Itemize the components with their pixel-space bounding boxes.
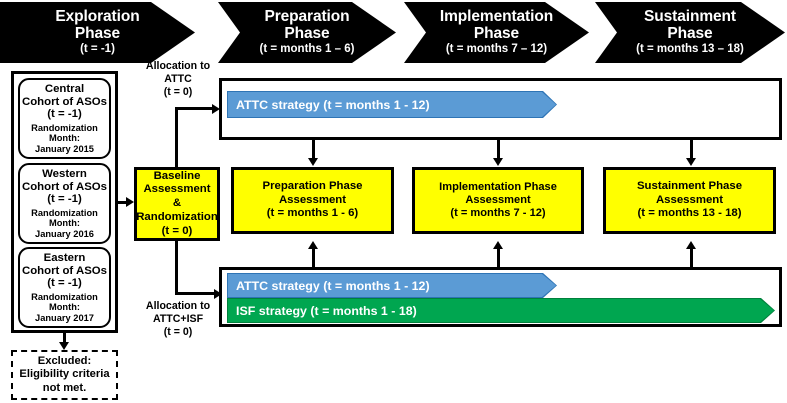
phase-subtitle: (t = months 1 – 6) [259,43,355,56]
allocation-line1: Allocation to [145,60,211,72]
phase-title-line2: Phase [74,24,121,42]
arrowhead-impl-assessment-icon [493,158,503,166]
isf-strategy-bar[interactable]: ISF strategy (t = months 1 - 18) [228,299,774,322]
assessment-line3: (t = months 1 - 6) [266,207,359,220]
connector-attcisf-to-impl-assessment [497,249,500,269]
assessment-line2: Assessment [465,193,531,206]
assessment-line2: Assessment [278,193,347,206]
phase-title-line2: Phase [473,24,520,42]
connector-alloc-attcisf-drop [175,239,178,295]
arrowhead-up-sust-assessment-icon [686,241,696,249]
allocation-label-attc: Allocation to ATTC (t = 0) [136,60,220,99]
excluded-line2: Eligibility criteria [19,368,110,381]
connector-attc-to-impl-assessment [497,140,500,160]
baseline-line4: Randomization [136,210,218,223]
connector-attc-to-sust-assessment [690,140,693,160]
connector-attc-to-prep-assessment [312,140,315,160]
baseline-line5: (t = 0) [161,224,193,237]
cohort-time: (t = -1) [47,108,82,121]
arrowhead-to-excluded-icon [59,342,69,350]
assessment-line1: Implementation Phase [439,180,557,193]
phase-banner-exploration: Exploration Phase (t = -1) [0,2,195,63]
excluded-box: Excluded: Eligibility criteria not met. [11,350,118,400]
phase-title-line1: Preparation [264,8,350,26]
arrowhead-prep-assessment-icon [308,158,318,166]
baseline-assessment-box[interactable]: Baseline Assessment & Randomization (t =… [134,167,220,241]
cohort-box-western[interactable]: Western Cohort of ASOs (t = -1) Randomiz… [18,163,111,244]
baseline-line2: Assessment [143,183,211,196]
allocation-line3: (t = 0) [163,325,193,338]
isf-strategy-label: ISF strategy (t = months 1 - 18) [236,303,417,318]
allocation-label-attc-isf: Allocation to ATTC+ISF (t = 0) [133,300,223,339]
sustainment-phase-assessment-box[interactable]: Sustainment Phase Assessment (t = months… [603,167,776,234]
attc-strategy-label: ATTC strategy (t = months 1 - 12) [236,97,430,112]
arrowhead-up-prep-assessment-icon [308,241,318,249]
cohort-name: Western [42,167,87,180]
assessment-line3: (t = months 7 - 12) [450,207,546,220]
assessment-line1: Preparation Phase [262,179,363,192]
attc-strategy-bar-top[interactable]: ATTC strategy (t = months 1 - 12) [228,92,556,117]
connector-cohorts-to-baseline [118,201,128,204]
baseline-line3: & [172,197,182,210]
cohort-randomization-date: January 2017 [35,312,94,323]
cohort-descriptor: Cohort of ASOs [21,180,107,193]
phase-banner-preparation: Preparation Phase (t = months 1 – 6) [218,2,396,63]
assessment-line3: (t = months 13 - 18) [637,207,742,220]
allocation-line1: Allocation to [145,300,211,312]
connector-attcisf-to-sust-assessment [690,249,693,269]
cohort-time: (t = -1) [47,193,82,206]
connector-alloc-attc-horizontal [175,107,215,110]
cohort-name: Eastern [43,251,86,264]
allocation-line2: ATTC+ISF [152,312,204,325]
cohort-descriptor: Cohort of ASOs [21,95,107,108]
arrowhead-up-impl-assessment-icon [493,241,503,249]
phase-subtitle: (t = -1) [80,43,115,56]
cohort-name: Central [44,82,85,95]
phase-title-line2: Phase [667,24,713,42]
phase-banner-implementation: Implementation Phase (t = months 7 – 12) [404,2,589,63]
connector-attcisf-to-prep-assessment [312,249,315,269]
phase-title-line1: Sustainment [644,8,736,26]
connector-baseline-up-stem [175,136,178,169]
assessment-line2: Assessment [655,193,724,206]
cohort-box-eastern[interactable]: Eastern Cohort of ASOs (t = -1) Randomiz… [18,247,111,328]
excluded-line3: not met. [42,381,87,394]
allocation-line3: (t = 0) [163,85,193,98]
attc-strategy-label: ATTC strategy (t = months 1 - 12) [236,278,430,293]
cohort-randomization-label: Randomization Month: [31,292,98,313]
cohort-time: (t = -1) [47,277,82,290]
connector-alloc-attcisf-horizontal [175,292,217,295]
cohort-descriptor: Cohort of ASOs [21,264,107,277]
phase-banner-sustainment: Sustainment Phase (t = months 13 – 18) [595,2,785,63]
cohort-randomization-label: Randomization Month: [31,208,98,229]
cohort-box-central[interactable]: Central Cohort of ASOs (t = -1) Randomiz… [18,78,111,159]
excluded-line1: Excluded: [37,354,92,367]
attc-strategy-bar-bottom[interactable]: ATTC strategy (t = months 1 - 12) [228,274,556,297]
phase-title-line1: Implementation [439,8,554,26]
preparation-phase-assessment-box[interactable]: Preparation Phase Assessment (t = months… [231,167,394,234]
phase-title-line2: Phase [284,24,330,42]
arrowhead-to-attcisf-arm-icon [214,289,222,299]
allocation-line2: ATTC [164,72,192,85]
connector-alloc-attc-riser [175,107,178,137]
phase-subtitle: (t = months 7 – 12) [445,43,548,56]
implementation-phase-assessment-box[interactable]: Implementation Phase Assessment (t = mon… [412,167,584,234]
cohort-randomization-label: Randomization Month: [31,123,98,144]
baseline-line1: Baseline [153,169,201,182]
cohort-randomization-date: January 2016 [35,228,94,239]
arrowhead-to-attc-arm-icon [212,104,220,114]
cohort-randomization-date: January 2015 [35,143,94,154]
phase-title-line1: Exploration [55,8,140,26]
arrowhead-to-baseline-icon [126,197,134,207]
connector-cohorts-to-excluded [63,333,66,345]
arrowhead-sust-assessment-icon [686,158,696,166]
phase-subtitle: (t = months 13 – 18) [636,43,744,56]
assessment-line1: Sustainment Phase [636,179,743,192]
